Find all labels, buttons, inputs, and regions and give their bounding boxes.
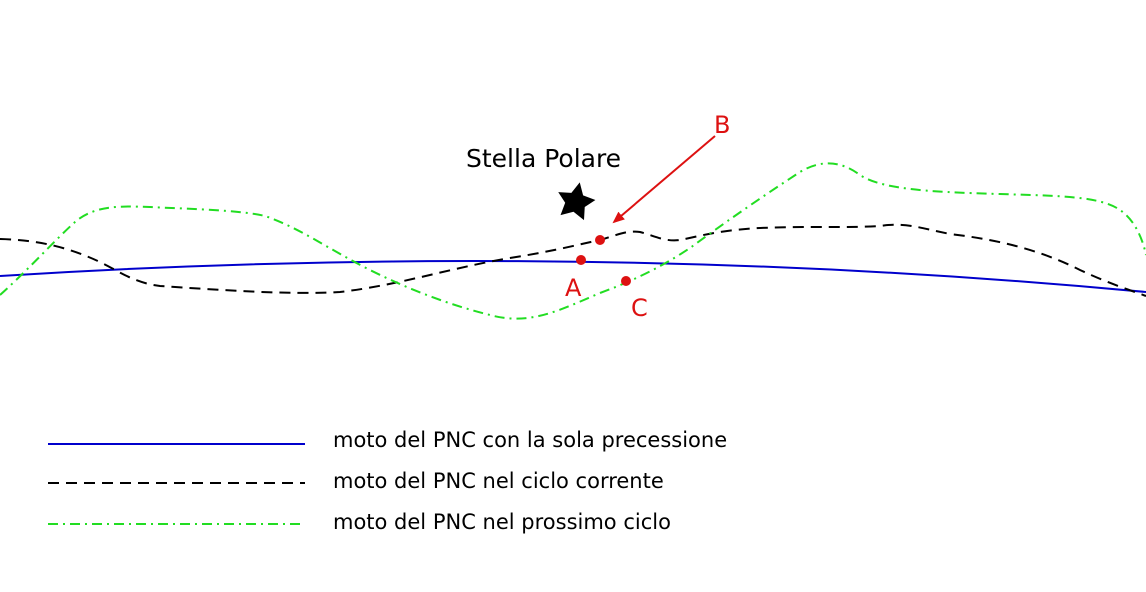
point-b	[595, 235, 605, 245]
point-b-label: B	[714, 111, 730, 139]
next-cycle-curve	[0, 162, 1146, 320]
star-icon	[558, 182, 596, 221]
star-label: Stella Polare	[466, 144, 621, 173]
legend-label-next-cycle: moto del PNC nel prossimo ciclo	[333, 510, 671, 534]
point-c	[621, 276, 631, 286]
legend-label-precession: moto del PNC con la sola precessione	[333, 428, 727, 452]
current-cycle-curve	[0, 223, 1146, 297]
precession-curve	[0, 260, 1146, 293]
legend: moto del PNC con la sola precessione mot…	[48, 428, 727, 534]
legend-label-current-cycle: moto del PNC nel ciclo corrente	[333, 469, 664, 493]
point-a-label: A	[565, 274, 582, 302]
point-a	[576, 255, 586, 265]
point-b-arrow	[612, 135, 716, 224]
point-c-label: C	[631, 294, 648, 322]
